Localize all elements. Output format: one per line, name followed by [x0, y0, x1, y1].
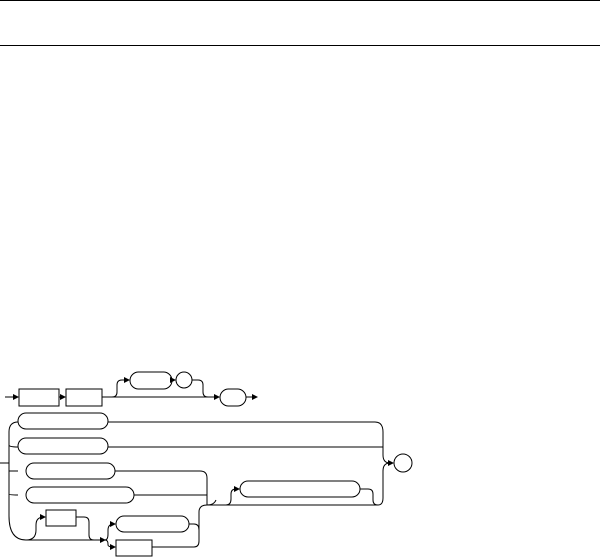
option-3 — [25, 462, 116, 480]
bypass-path — [220, 462, 391, 506]
optional-clause-entry — [220, 486, 240, 506]
sub-option-box — [115, 539, 153, 557]
sub-option-term — [115, 515, 190, 533]
left-trunk-lower — [8, 463, 27, 541]
left-trunk-upper — [8, 421, 19, 463]
keyword-box — [45, 509, 77, 527]
option-2 — [17, 437, 109, 455]
syntax-line-2 — [0, 412, 413, 557]
merge-curve — [206, 499, 217, 506]
terminal-term — [219, 388, 247, 407]
sub-option-2-entry — [104, 539, 116, 550]
optional-branch-entry — [111, 377, 130, 398]
sub-option-1-entry — [104, 521, 116, 541]
optional-branch-exit — [192, 379, 209, 398]
branch-2-entry — [8, 444, 19, 448]
sub-option-merge — [198, 504, 208, 530]
keyword-box-2 — [65, 388, 103, 407]
branch-4-entry — [8, 493, 19, 496]
punctuation-circle — [175, 371, 193, 389]
option-3-path — [115, 470, 208, 505]
end-punctuation-circle — [393, 453, 413, 473]
right-trunk — [382, 454, 394, 466]
keyword-box-1 — [18, 388, 60, 407]
keyword-branch-entry — [25, 514, 46, 541]
option-1 — [17, 412, 109, 430]
option-1-path — [108, 421, 384, 455]
top-rule — [0, 0, 600, 1]
optional-clause-exit — [360, 488, 379, 506]
option-4 — [25, 486, 135, 504]
keyword-branch-exit — [76, 516, 95, 541]
syntax-line-1 — [5, 371, 258, 407]
sub-option-1-exit — [189, 523, 200, 548]
optional-clause — [239, 480, 361, 498]
optional-term — [129, 371, 173, 390]
bottom-rule — [0, 45, 600, 46]
